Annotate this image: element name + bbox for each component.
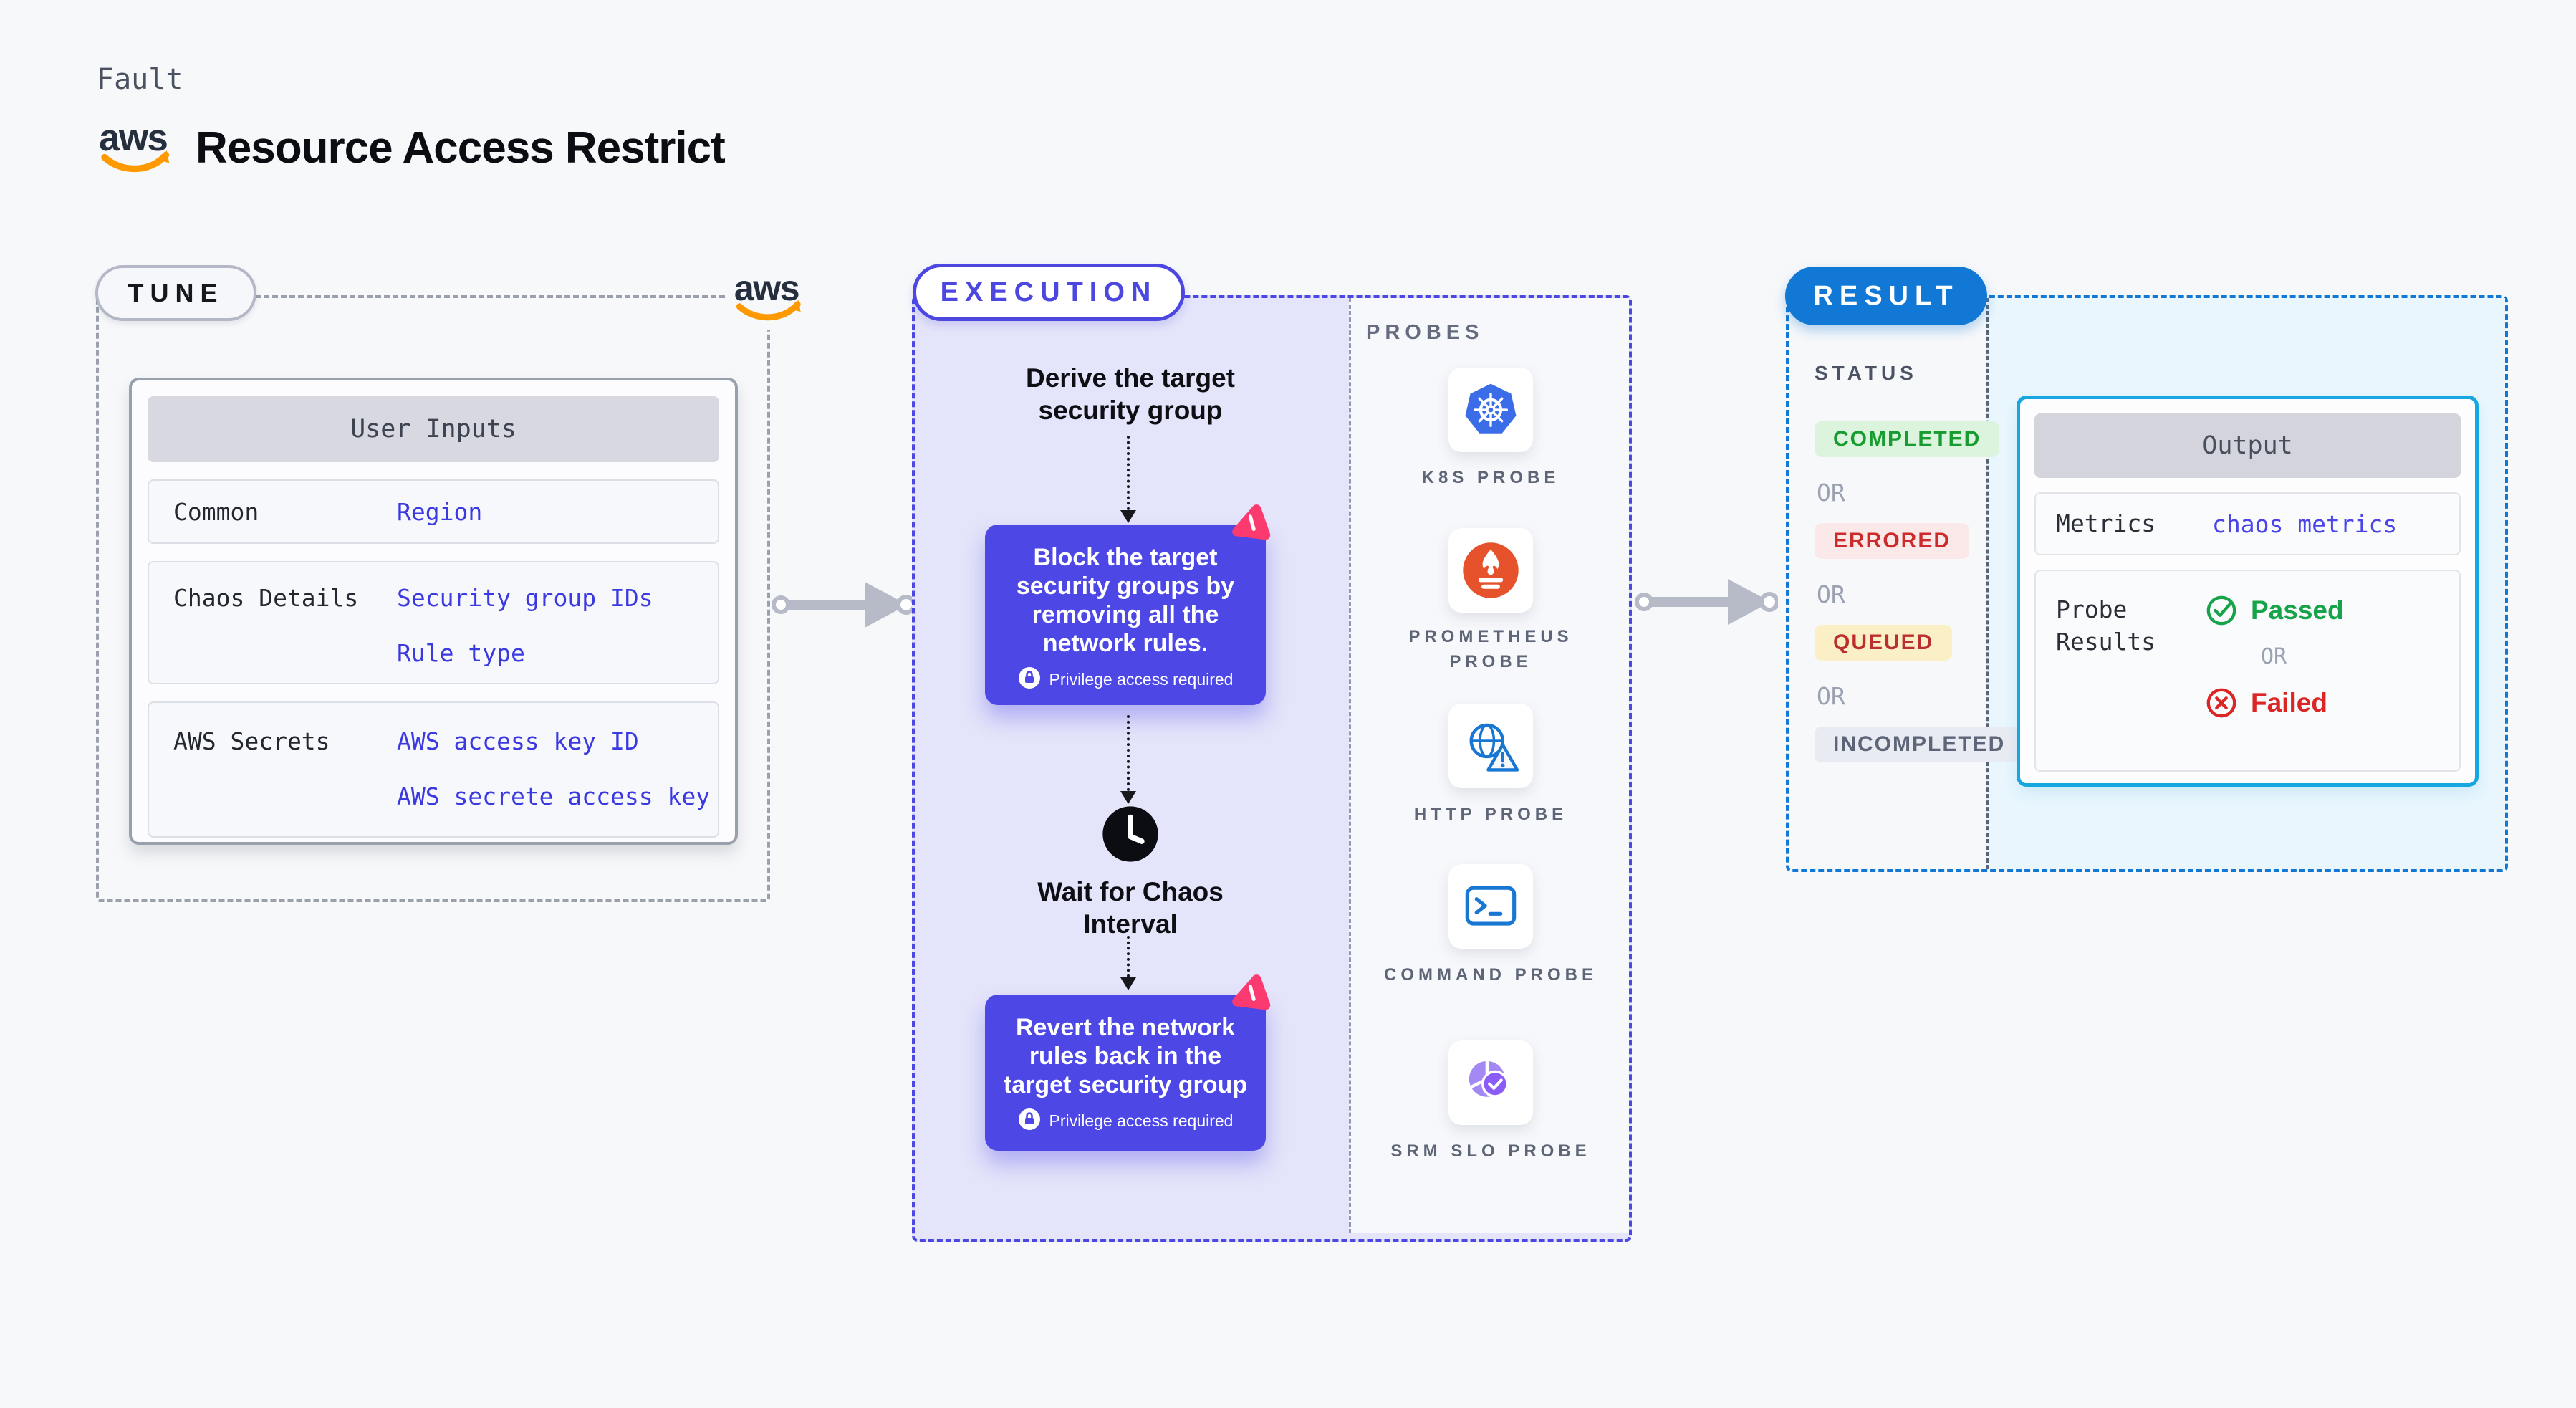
input-value-security-group-ids: Security group IDs [397, 584, 653, 612]
probe-label-http: HTTP PROBE [1413, 805, 1568, 824]
result-pill: RESULT [1785, 267, 1987, 325]
status-badge-errored: ERRORED [1815, 523, 1970, 559]
step-block-security-groups: Block the target security groups by remo… [985, 525, 1266, 705]
table-row-aws-secrets: AWS Secrets AWS access key ID AWS secret… [148, 701, 719, 838]
privilege-text: Privilege access required [1049, 670, 1234, 689]
status-badge-queued: QUEUED [1815, 625, 1953, 661]
flow-arrow-down [1120, 715, 1136, 804]
row-label: Common [173, 497, 259, 526]
probe-label-prometheus: PROMETHEUS PROBE [1408, 627, 1573, 671]
probe-results-label: Probe Results [2056, 595, 2156, 656]
status-heading: STATUS [1815, 362, 1918, 384]
table-row-chaos-details: Chaos Details Security group IDs Rule ty… [148, 561, 719, 684]
probe-label-k8s: K8S PROBE [1421, 468, 1560, 487]
title-row: aws Resource Access Restrict [97, 116, 726, 180]
tune-pill: TUNE [95, 265, 256, 321]
output-header: Output [2034, 413, 2461, 478]
http-globe-warning-icon [1469, 723, 1519, 772]
prometheus-icon [1463, 542, 1519, 598]
flow-arrow-down [1120, 936, 1136, 990]
page-title: Resource Access Restrict [196, 123, 726, 173]
table-row-common: Common Region [148, 479, 719, 544]
failed-label: Failed [2251, 688, 2327, 717]
output-row-probe-results: Probe Results Passed OR Faile [2034, 570, 2461, 772]
check-circle-icon [2206, 595, 2236, 626]
terminal-icon [1465, 886, 1517, 926]
probe-label-command: COMMAND PROBE [1384, 965, 1597, 985]
aws-logo-icon: aws [725, 262, 811, 330]
srm-slo-pie-check-icon [1469, 1059, 1509, 1098]
step-derive-target: Derive the target security group [1026, 363, 1235, 426]
output-table: Output Metrics chaos metrics Probe Resul… [2017, 396, 2479, 787]
user-inputs-header: User Inputs [148, 396, 719, 462]
row-label: AWS Secrets [173, 727, 330, 755]
output-row-metrics: Metrics chaos metrics [2034, 492, 2461, 555]
lock-icon [1018, 666, 1041, 693]
x-circle-icon [2206, 688, 2236, 718]
status-badge-incompleted: INCOMPLETED [1815, 727, 2024, 762]
failed-row: Failed [2205, 686, 2344, 719]
aws-wordmark: aws [99, 117, 167, 159]
probes-heading: PROBES [1366, 321, 1484, 344]
probe-label-srm-slo: SRM SLO PROBE [1390, 1141, 1591, 1161]
arrow-execution-to-result [1635, 579, 1778, 625]
tune-section [96, 295, 770, 902]
or-separator: OR [1817, 479, 1845, 507]
arrow-tune-to-execution [772, 582, 915, 628]
aws-logo-icon: aws [97, 116, 177, 180]
fault-eyebrow: Fault [97, 63, 183, 96]
input-value-region: Region [397, 497, 483, 526]
or-separator: OR [2261, 644, 2287, 669]
input-value-access-key-id: AWS access key ID [397, 727, 639, 755]
probe-card-k8s [1448, 368, 1533, 452]
row-label: Chaos Details [173, 584, 359, 612]
privilege-note: Privilege access required [996, 1108, 1254, 1134]
passed-row: Passed [2205, 594, 2344, 627]
chaos-metrics-value: chaos metrics [2212, 509, 2398, 538]
lock-icon [1018, 1108, 1041, 1134]
metrics-label: Metrics [2056, 509, 2156, 537]
step-wait-chaos-interval: Wait for Chaos Interval [1037, 877, 1224, 939]
or-separator: OR [1817, 580, 1845, 608]
or-separator: OR [1817, 682, 1845, 710]
probe-results-values: Passed OR Failed [2205, 594, 2344, 770]
status-badge-completed: COMPLETED [1815, 421, 2000, 457]
probe-card-prometheus [1448, 528, 1533, 613]
step-text: Revert the network rules back in the tar… [1003, 1014, 1248, 1099]
chaos-pink-icon [1232, 504, 1271, 540]
step-text: Block the target security groups by remo… [1016, 544, 1235, 658]
privilege-note: Privilege access required [996, 666, 1254, 693]
probe-card-http [1448, 704, 1533, 788]
user-inputs-table: User Inputs Common Region Chaos Details … [129, 378, 738, 845]
passed-label: Passed [2251, 595, 2344, 625]
probe-card-command [1448, 864, 1533, 949]
probe-card-srm-slo [1448, 1040, 1533, 1125]
chaos-pink-icon [1232, 974, 1271, 1010]
flow-arrow-down [1120, 436, 1136, 523]
clock-icon [1102, 806, 1158, 862]
step-revert-network-rules: Revert the network rules back in the tar… [985, 995, 1266, 1151]
privilege-text: Privilege access required [1049, 1111, 1234, 1131]
input-value-rule-type: Rule type [397, 639, 525, 667]
execution-pill: EXECUTION [913, 264, 1185, 321]
kubernetes-icon [1465, 383, 1517, 434]
input-value-secret-access-key: AWS secrete access key [397, 782, 711, 810]
svg-text:aws: aws [734, 268, 799, 308]
